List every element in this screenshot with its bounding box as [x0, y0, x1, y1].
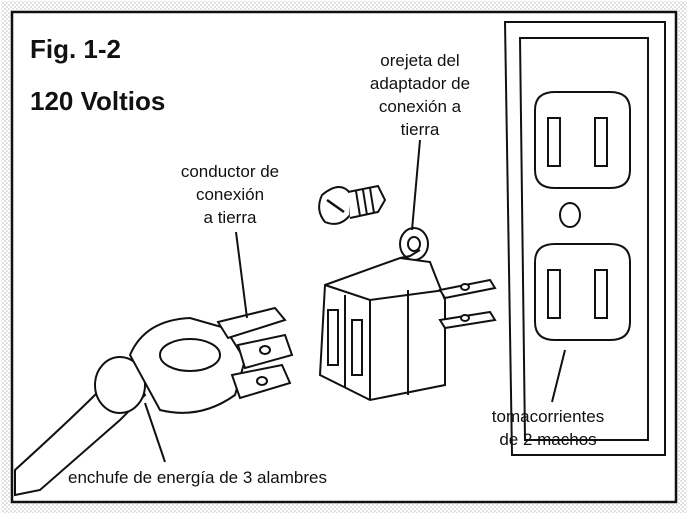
svg-text:a tierra: a tierra: [204, 208, 257, 227]
upper-outlet-slot-right: [594, 117, 608, 167]
label-receptacle: tomacorrientes de 2 machos: [492, 407, 604, 449]
leader-plug: [144, 402, 166, 463]
svg-text:conexión: conexión: [196, 185, 264, 204]
ground-prong: [216, 306, 287, 340]
leader-receptacle: [551, 349, 566, 403]
svg-text:conexión a: conexión a: [379, 97, 462, 116]
lower-outlet-slot-left: [547, 269, 561, 319]
figure-title: Fig. 1-2: [30, 34, 121, 64]
adapter-slot-left: [327, 309, 339, 366]
plug-grip: [159, 338, 221, 372]
svg-text:tomacorrientes: tomacorrientes: [492, 407, 604, 426]
svg-text:de 2 machos: de 2 machos: [499, 430, 596, 449]
leader-grounding-conductor: [235, 231, 248, 319]
label-adapter-tab: orejeta del adaptador de conexión a tier…: [370, 51, 470, 139]
svg-text:conductor de: conductor de: [181, 162, 279, 181]
svg-text:tierra: tierra: [401, 120, 440, 139]
svg-text:enchufe de energía de 3 alambr: enchufe de energía de 3 alambres: [68, 468, 327, 487]
grounding-adapter: [318, 227, 497, 402]
figure-subtitle: 120 Voltios: [30, 86, 165, 116]
leader-adapter-tab: [411, 139, 421, 231]
leader-lines: [144, 139, 566, 463]
upper-outlet-slot-left: [547, 117, 561, 167]
plate-screw: [559, 202, 581, 228]
wall-receptacle: [503, 21, 666, 456]
lower-outlet-slot-right: [594, 269, 608, 319]
svg-text:orejeta del: orejeta del: [380, 51, 459, 70]
svg-text:adaptador de: adaptador de: [370, 74, 470, 93]
three-wire-plug: [14, 306, 294, 497]
cord-strain-relief: [94, 356, 146, 414]
adapter-slot-right: [351, 319, 363, 376]
label-plug: enchufe de energía de 3 alambres: [68, 468, 327, 487]
label-grounding-conductor: conductor de conexión a tierra: [181, 162, 279, 227]
loose-screw: [318, 184, 387, 225]
